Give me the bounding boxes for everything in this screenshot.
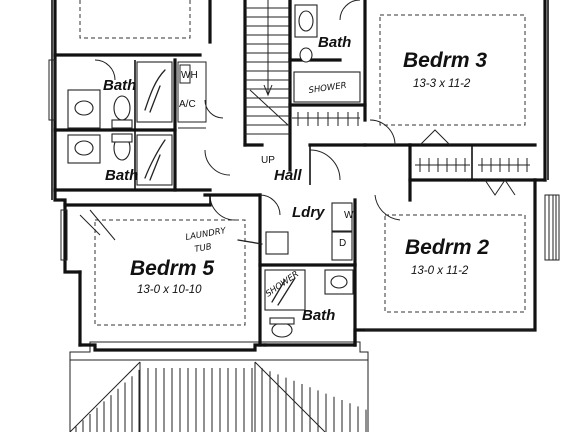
closet-hanging-marks [297,112,359,126]
laundry-tub-handwritten-1: LAUNDRY [185,226,228,243]
bedrm3-dims: 13-3 x 11-2 [413,78,471,90]
bath-lower-right-label: Bath [302,307,335,324]
top-left-room [53,0,212,57]
roof-shingle-lines [75,368,367,432]
stair [243,0,292,172]
ac-label: A/C [179,99,196,110]
left-bath-area [53,58,231,192]
closet-hanging-marks-right [419,158,530,172]
dryer-label: D [339,238,346,249]
stair-up-label: UP [261,155,275,166]
bath-left-top-label: Bath [103,77,136,94]
upper-right-bath [288,0,367,126]
laundry [258,193,401,347]
laundry-tub-arrow [237,239,263,245]
laundry-label: Ldry [292,204,325,221]
wh-label: WH [181,70,198,81]
bedroom-5 [63,194,246,326]
bedrm2-dims: 13-0 x 11-2 [411,265,469,277]
bedrm5-dims: 13-0 x 10-10 [137,284,202,296]
bath-upper-right-label: Bath [318,34,351,51]
bath-left-bottom-label: Bath [105,167,138,184]
laundry-tub-handwritten-2: TUB [194,242,213,255]
bedrm3-label: Bedrm 3 [403,49,487,72]
hall [203,143,367,197]
bedroom-2 [365,214,535,331]
bedrm2-label: Bedrm 2 [405,236,489,259]
lower-right-bath [264,263,357,347]
bedrm5-label: Bedrm 5 [130,257,214,280]
washer-label: W [344,210,354,221]
hall-label: Hall [274,167,302,184]
closets-right [408,143,537,202]
roof-lines [69,341,369,432]
